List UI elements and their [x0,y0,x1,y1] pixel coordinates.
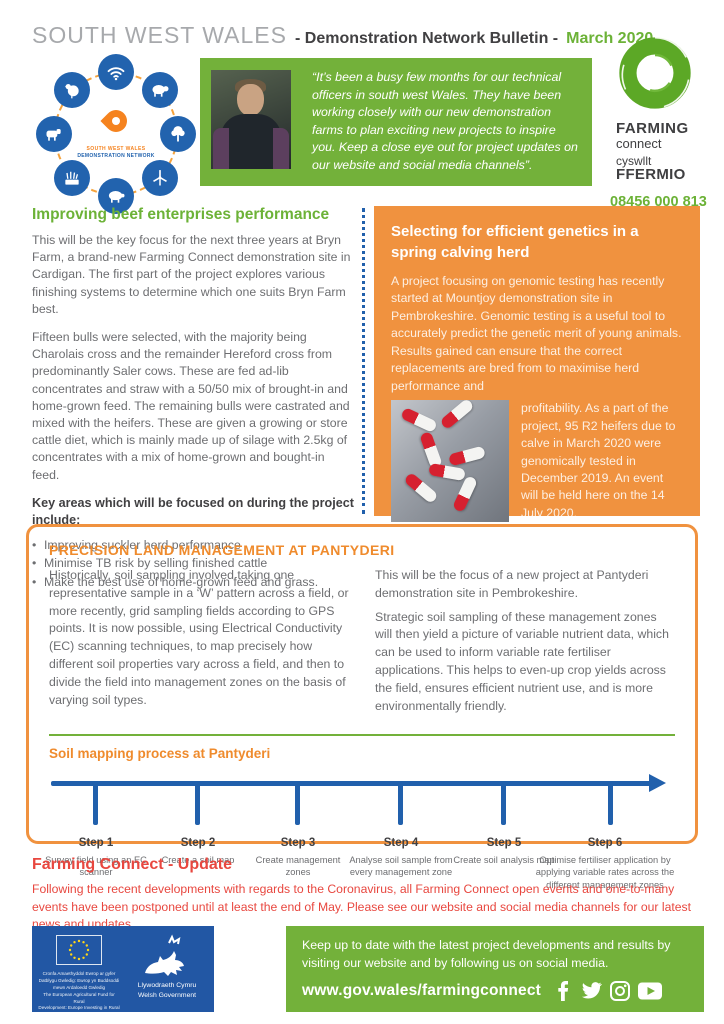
genetics-body-part1: A project focusing on genomic testing ha… [391,274,682,393]
timeline-step-6: Step 6 Optimise fertiliser application b… [535,836,675,890]
pantyderi-left-text: Historically, soil sampling involved tak… [49,568,349,707]
beef-article: Improving beef enterprises performance T… [32,206,354,592]
timeline-tick-1 [93,780,98,825]
timeline-title: Soil mapping process at Pantyderi [49,745,271,761]
chicken-icon [54,72,90,108]
pantyderi-section: PRECISION LAND MANAGEMENT AT PANTYDERI H… [26,524,698,890]
genetics-title: Selecting for efficient genetics in a sp… [391,223,639,261]
pig-icon [98,178,134,214]
quote-text: “It’s been a busy few months for our tec… [312,70,578,173]
swirl-logo-icon [619,36,691,109]
timeline-step-1: Step 1 Survey field using an EC scanner [45,836,147,878]
instagram-icon[interactable] [610,980,631,1001]
crops-icon [54,160,90,196]
wifi-icon [98,54,134,90]
genetics-article-box: Selecting for efficient genetics in a sp… [374,206,700,566]
region-title: SOUTH WEST WALES [32,22,287,48]
wind-turbine-icon [142,160,178,196]
beef-article-title: Improving beef enterprises performance [32,206,330,223]
pantyderi-right-para2: Strategic soil sampling of these managem… [375,609,669,713]
column-divider [362,208,365,514]
brand-farming: FARMING [616,120,689,137]
beef-subheading: Key areas which will be focused on durin… [32,495,354,527]
beef-paragraph-2: Fifteen bulls were selected, with the ma… [32,330,350,482]
quote-attribution: - Dewi Hughes, Technical Manager [312,183,534,199]
sheep-icon [142,72,178,108]
social-footer-box: Keep up to date with the latest project … [286,926,704,1012]
youtube-icon[interactable] [638,982,663,1000]
brand-cyswllt: cyswllt [616,154,652,168]
update-title: Farming Connect - Update [32,856,233,873]
timeline-step-2: Step 2 Create a soil map [161,836,235,865]
eu-welsh-gov-logos: Cronfa Amaethyddol Ewrop ar gyfer Datbly… [32,926,214,1017]
timeline-step-4: Step 4 Analyse soil sample from every ma… [349,836,453,878]
network-logo-caption: SOUTH WEST WALES DEMONSTRATION NETWORK [56,146,176,159]
beef-bullet-list: Improving suckler herd performance Minim… [32,536,354,592]
timeline-step-5: Step 5 Create soil analysis map [453,836,555,865]
pantyderi-right-para1: This will be the focus of a new project … [375,568,649,600]
demonstration-network-logo: SOUTH WEST WALES DEMONSTRATION NETWORK [28,54,210,216]
network-caption-line1: SOUTH WEST WALES [86,146,146,152]
beef-bullet-1: Improving suckler herd performance [32,536,354,555]
timeline-bar [51,780,651,786]
timeline-tick-4 [398,780,403,825]
twitter-icon[interactable] [581,982,603,1000]
beef-paragraph-1: This will be the key focus for the next … [32,233,351,316]
facebook-icon[interactable] [553,980,573,1001]
page-title: SOUTH WEST WALES - Demonstration Network… [32,22,653,49]
website-url[interactable]: www.gov.wales/farmingconnect [302,981,542,999]
welsh-government-label: Llywodraeth Cymru Welsh Government [137,982,197,999]
genetics-photo-caption: Genomic applicator and specimen tubes [521,539,615,567]
timeline-tick-5 [501,780,506,825]
cow-icon [36,116,72,152]
genomic-tubes-photo [391,400,509,523]
eu-flag-icon [56,935,102,965]
dewi-hughes-photo [211,70,291,169]
pantyderi-title: PRECISION LAND MANAGEMENT AT PANTYDERI [49,542,395,558]
tree-icon [160,116,196,152]
genetics-body-part2: profitability. As a part of the project,… [521,401,676,520]
timeline-step-3: Step 3 Create management zones [255,836,341,878]
brand-connect: connect [616,136,662,151]
social-footer-text: Keep up to date with the latest project … [302,938,671,970]
timeline-tick-3 [295,780,300,825]
update-section: Farming Connect - Update Following the r… [32,856,696,934]
brand-ffermio: FFERMIO [616,166,686,183]
welsh-dragon-icon [145,934,184,976]
green-divider [49,733,675,736]
network-caption-line2: DEMONSTRATION NETWORK [77,152,155,159]
soil-mapping-timeline: Step 1 Survey field using an EC scanner … [45,773,675,901]
beef-bullet-2: Minimise TB risk by selling finished cat… [32,554,354,573]
issue-date: March 2020 [566,30,654,47]
timeline-tick-2 [195,780,200,825]
timeline-tick-6 [608,780,613,825]
bulletin-title: - Demonstration Network Bulletin - [294,30,559,47]
timeline-arrow-icon [649,773,666,792]
manager-quote-box: “It’s been a busy few months for our tec… [200,58,592,199]
eu-funding-text: Cronfa Amaethyddol Ewrop ar gyfer Datbly… [38,971,120,1018]
beef-bullet-3: Make the best use of home-grown feed and… [32,573,354,592]
